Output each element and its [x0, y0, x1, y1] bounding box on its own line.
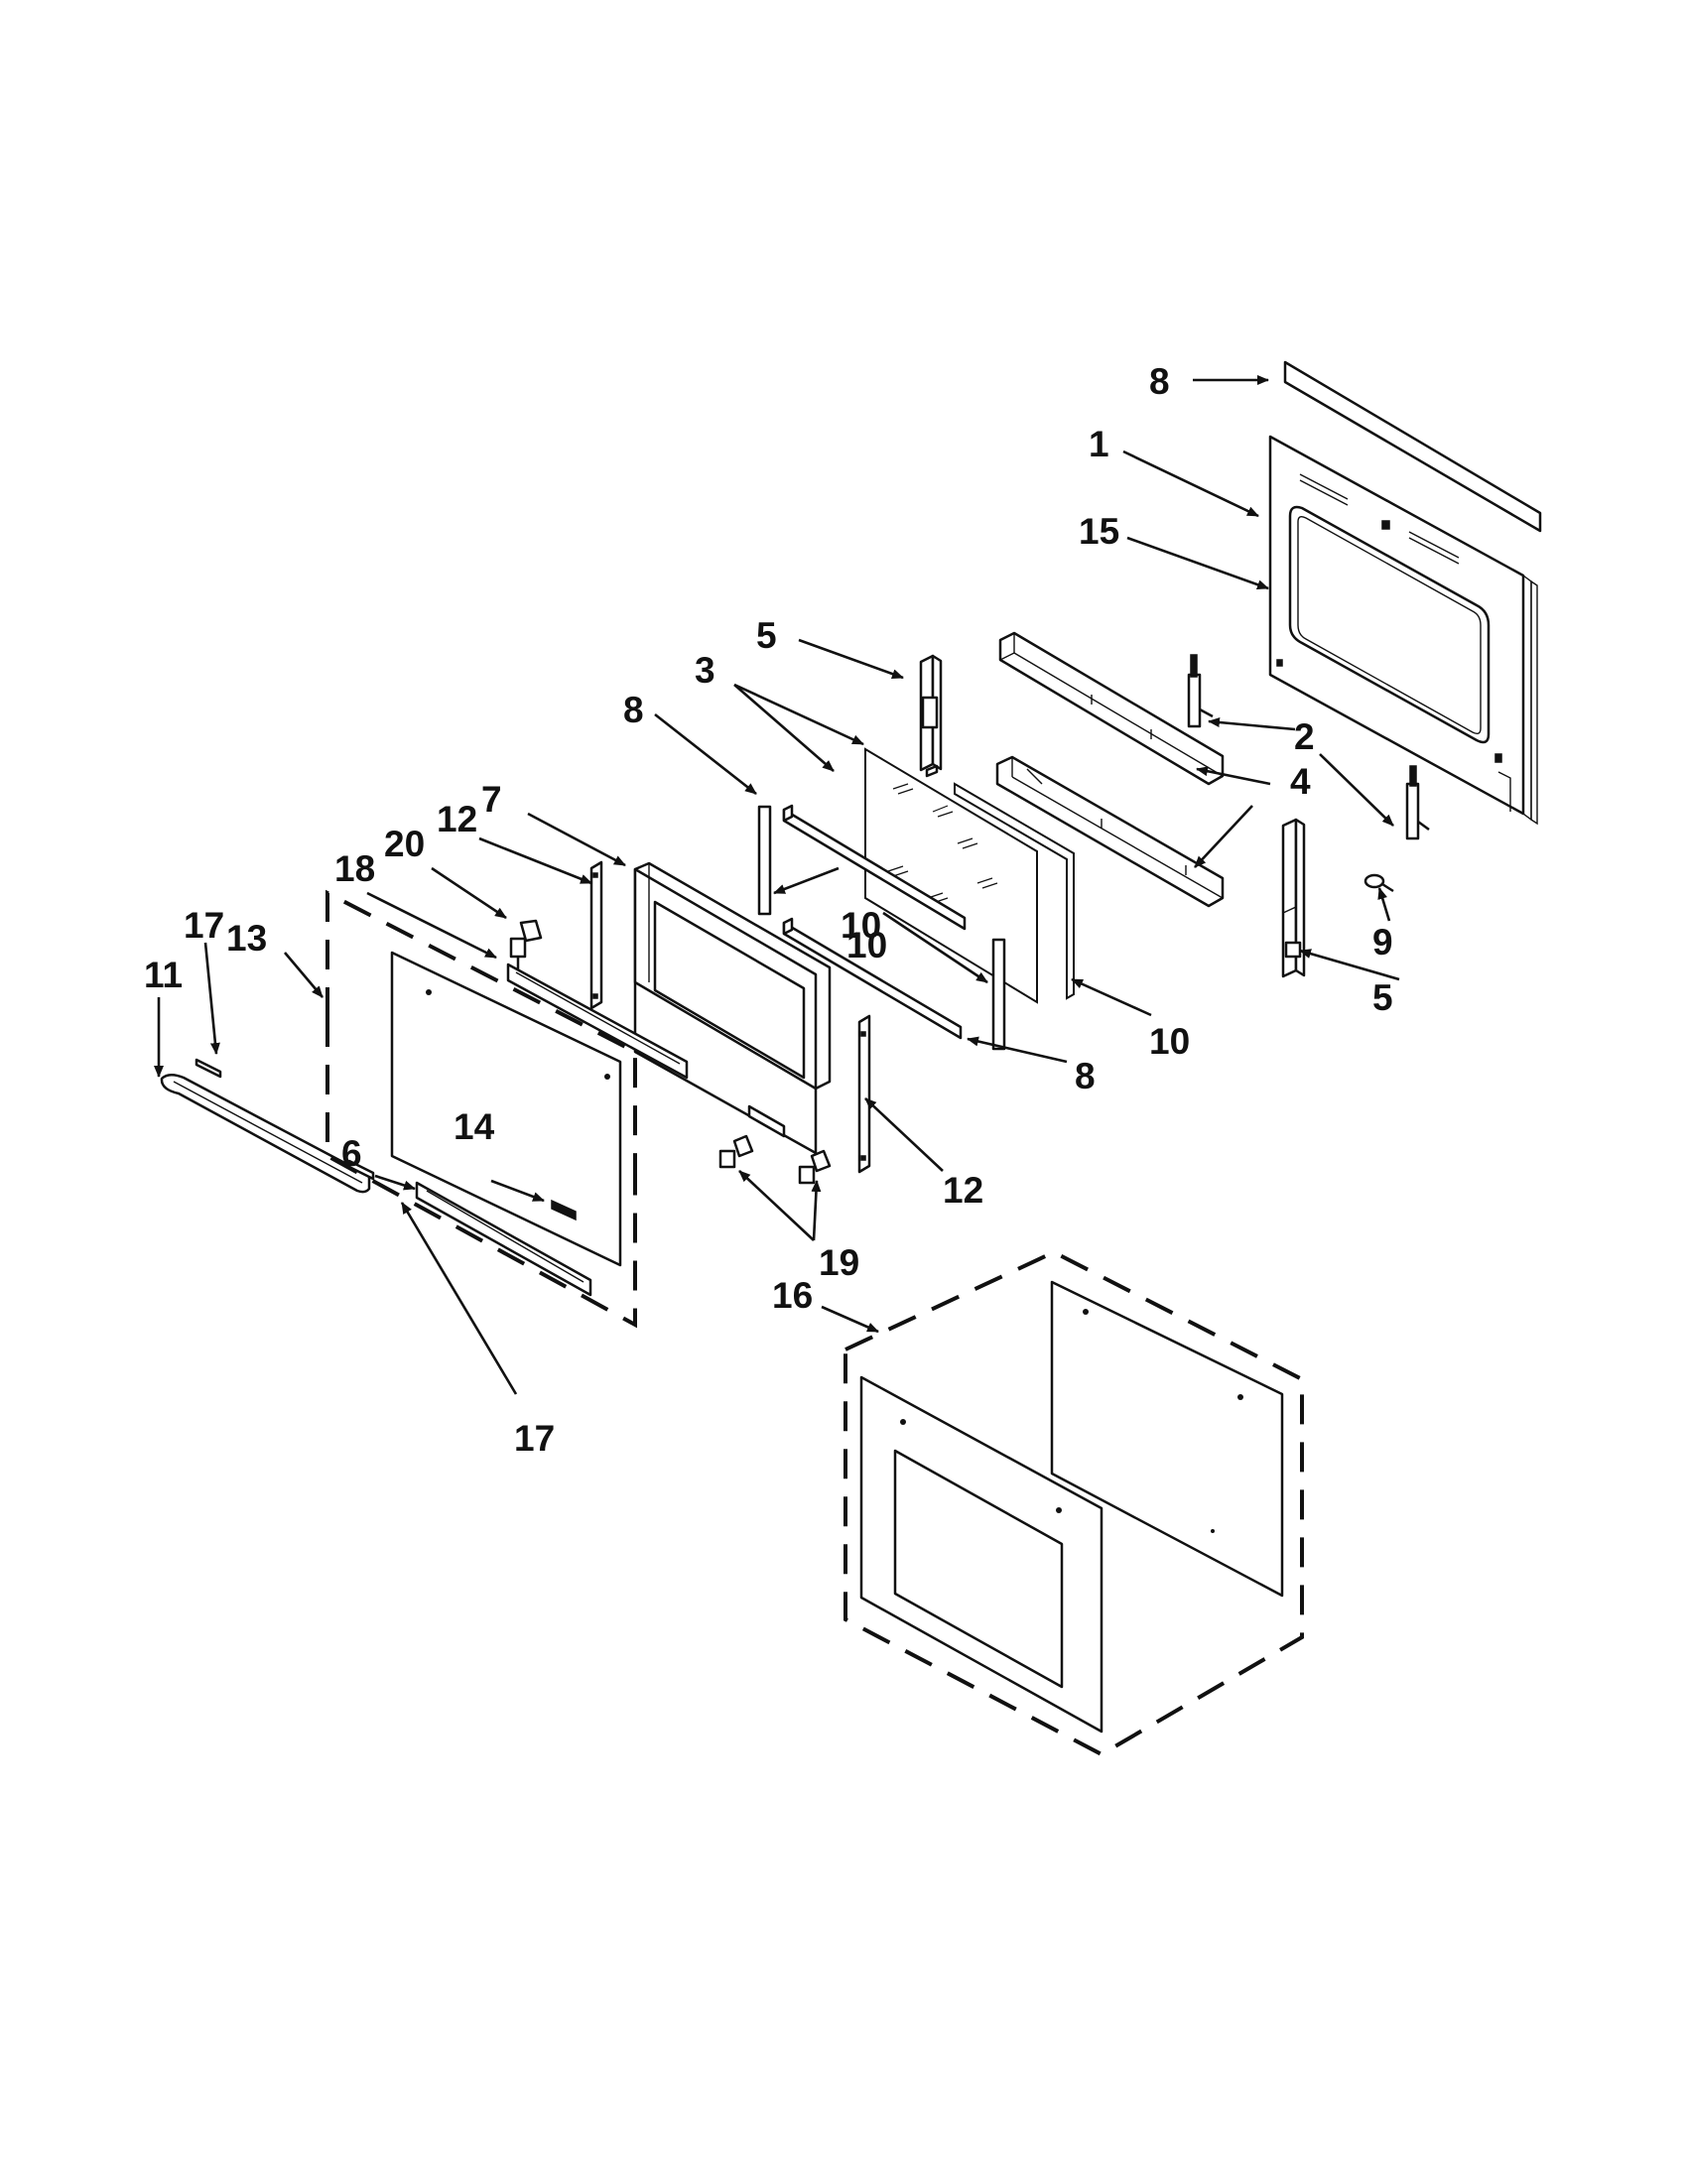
outer-door-assembly-rear [1050, 1280, 1284, 1598]
callout-19: 19 [819, 1242, 859, 1283]
callout-2: 2 [1294, 716, 1315, 757]
callout-6: 6 [341, 1133, 362, 1174]
glass-seal-right-vertical [991, 938, 1006, 1051]
shoulder-screw [509, 919, 543, 970]
callout-13: 13 [226, 918, 267, 959]
lower-door-channel [995, 755, 1225, 908]
callout-18: 18 [334, 848, 375, 889]
door-bracket-right [857, 1014, 871, 1174]
callout-5-lower: 5 [1372, 977, 1393, 1018]
glass-seal-left-vertical [757, 805, 772, 916]
door-vent-strip [506, 963, 689, 1080]
frame-screw-2 [798, 1149, 832, 1185]
callout-15: 15 [1079, 511, 1119, 552]
door-hinge-lower [1405, 765, 1430, 840]
door-side-trim-left [919, 654, 943, 778]
handle-end-cap-upper [195, 1058, 222, 1079]
door-glass-rear [954, 782, 1075, 1000]
callout-11: 11 [144, 955, 183, 995]
callout-8-mid: 8 [623, 690, 644, 730]
callout-12-left: 12 [437, 799, 477, 839]
door-side-trim-right [1281, 818, 1306, 978]
callout-17-lower: 17 [514, 1418, 555, 1459]
upper-door-channel [998, 631, 1225, 786]
door-frame [633, 861, 832, 1155]
callout-12-right: 12 [943, 1170, 983, 1211]
door-handle [160, 1074, 371, 1194]
glass-seal-top-horizontal [782, 804, 967, 931]
callout-17-upper: 17 [184, 905, 224, 946]
assembly-boundary-13 [325, 889, 637, 1329]
handle-end-cap-lower [347, 1159, 375, 1181]
frame-screw-1 [718, 1134, 754, 1169]
top-door-gasket-strip [1283, 360, 1542, 533]
callout-20: 20 [384, 824, 425, 864]
callout-5-upper: 5 [756, 615, 777, 656]
outer-door-panel [390, 951, 622, 1267]
hinge-screw [1363, 873, 1394, 893]
callout-10-left: 10 [841, 905, 881, 946]
outer-door-assembly-front [859, 1375, 1103, 1734]
callout-16: 16 [772, 1275, 813, 1316]
handle-mounting-strip [415, 1181, 592, 1297]
callout-8-top: 8 [1149, 361, 1170, 402]
callout-8-bottom: 8 [1075, 1056, 1096, 1096]
callout-10-right: 10 [1149, 1021, 1190, 1062]
assembly-boundary-16 [844, 1249, 1304, 1757]
callout-9: 9 [1372, 922, 1393, 963]
callout-3: 3 [695, 650, 715, 691]
callout-4: 4 [1290, 761, 1311, 802]
door-glass-panel [864, 747, 1038, 1004]
callout-10-mid: 10 [846, 925, 887, 965]
glass-seal-bottom-horizontal [782, 917, 963, 1040]
door-hinge-upper [1187, 654, 1214, 728]
callout-1: 1 [1089, 424, 1109, 464]
inner-door-liner [1268, 435, 1538, 826]
callout-14: 14 [454, 1106, 495, 1147]
callout-7: 7 [481, 779, 502, 820]
door-bracket-left [589, 860, 603, 1010]
callout-labels: 1 2 3 4 5 5 6 7 8 8 8 9 10 10 10 11 12 1… [144, 361, 1393, 1459]
leader-lines [154, 375, 1400, 1395]
